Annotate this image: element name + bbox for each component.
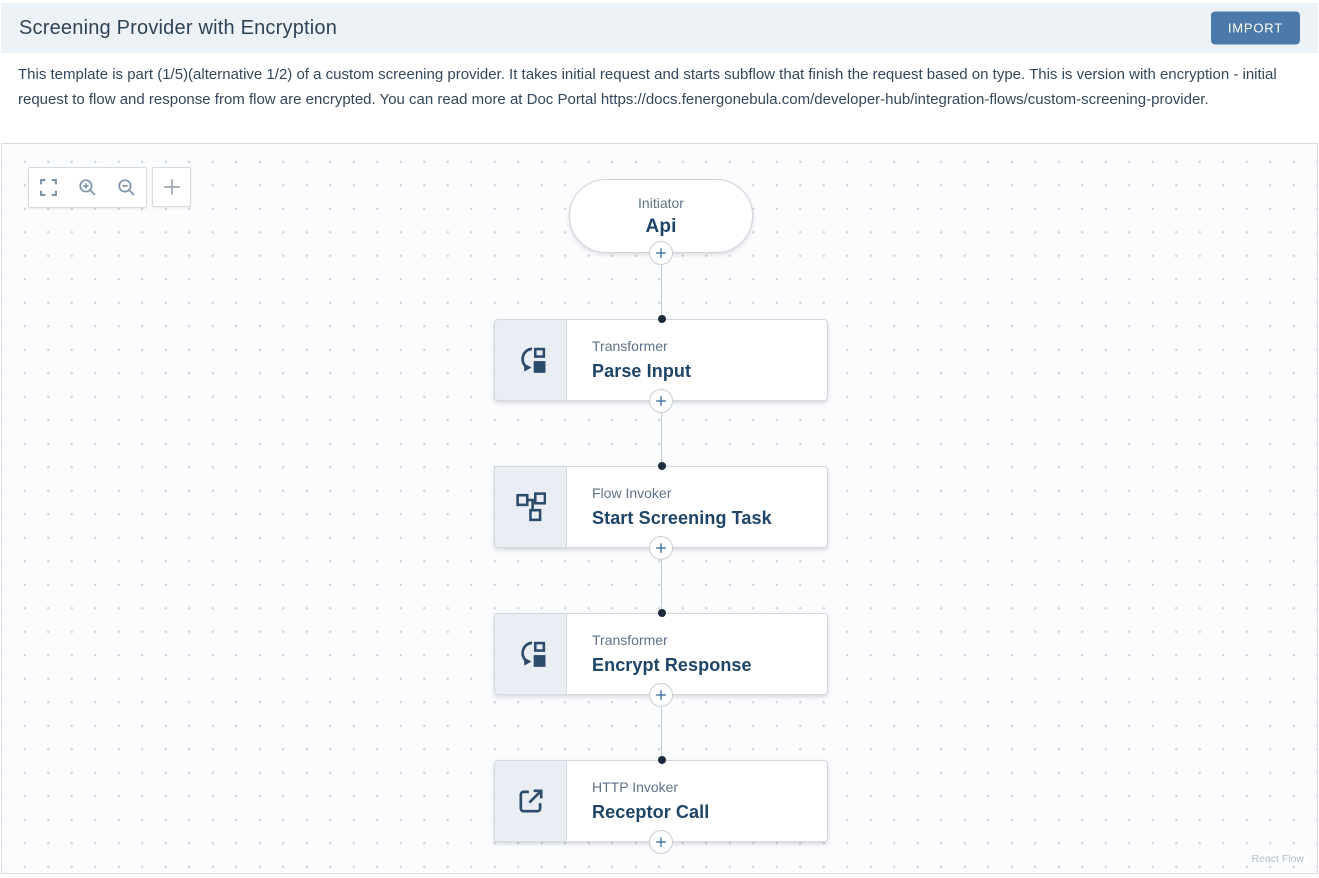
node-initiator[interactable]: Initiator Api — [569, 179, 753, 253]
canvas-controls — [28, 167, 147, 208]
target-handle[interactable] — [657, 315, 666, 323]
node-name: Api — [645, 215, 677, 237]
zoom-out-button[interactable] — [107, 168, 146, 207]
node-type-label: Flow Invoker — [592, 485, 672, 501]
plus-icon — [656, 837, 666, 847]
node-receptor-call[interactable]: HTTP Invoker Receptor Call — [494, 760, 828, 842]
plus-icon — [656, 248, 666, 258]
edge-initiator-parse-input — [660, 253, 662, 319]
edge-parse-input-start-screening-task — [660, 401, 662, 466]
transformer-icon — [520, 347, 545, 373]
node-icon-panel — [495, 761, 567, 841]
node-type-label: Transformer — [592, 632, 668, 648]
target-handle[interactable] — [657, 609, 666, 617]
import-button[interactable]: IMPORT — [1210, 11, 1300, 45]
plus-icon — [656, 690, 666, 700]
node-icon-panel — [495, 614, 567, 694]
edge-encrypt-response-receptor-call — [660, 695, 662, 760]
flow-invoker-icon — [515, 492, 546, 522]
zoom-in-button[interactable] — [68, 168, 107, 207]
plus-icon — [656, 543, 666, 553]
add-step-button[interactable] — [649, 389, 673, 413]
transformer-icon — [520, 641, 545, 667]
target-handle[interactable] — [657, 756, 666, 764]
add-step-button[interactable] — [649, 830, 673, 854]
add-node-button[interactable] — [152, 167, 191, 207]
fit-view-icon — [40, 179, 57, 196]
node-icon-panel — [495, 320, 567, 400]
node-parse-input[interactable]: Transformer Parse Input — [494, 319, 828, 401]
node-type-label: Transformer — [592, 338, 668, 354]
node-name: Start Screening Task — [592, 508, 772, 528]
node-type-label: HTTP Invoker — [592, 779, 679, 795]
react-flow-attribution: React Flow — [1248, 852, 1307, 866]
node-name: Receptor Call — [592, 802, 710, 822]
target-handle[interactable] — [657, 462, 666, 470]
zoom-in-icon — [79, 179, 96, 196]
flow-canvas[interactable]: Initiator Api Transformer Parse Input — [1, 143, 1318, 874]
fit-view-button[interactable] — [29, 168, 68, 207]
add-step-button[interactable] — [649, 683, 673, 707]
plus-icon — [656, 396, 666, 406]
node-type-label: Initiator — [638, 194, 684, 211]
add-step-button[interactable] — [649, 241, 673, 265]
page-title: Screening Provider with Encryption — [19, 16, 338, 39]
node-encrypt-response[interactable]: Transformer Encrypt Response — [494, 613, 828, 695]
template-description: This template is part (1/5)(alternative … — [18, 66, 1277, 108]
node-name: Encrypt Response — [592, 655, 752, 675]
node-name: Parse Input — [592, 361, 692, 381]
zoom-out-icon — [118, 179, 135, 196]
page-header: Screening Provider with Encryption IMPOR… — [1, 3, 1318, 53]
http-invoker-icon — [518, 789, 543, 813]
node-icon-panel — [495, 467, 567, 547]
add-node-icon — [163, 179, 180, 195]
add-step-button[interactable] — [649, 536, 673, 560]
edge-start-screening-task-encrypt-response — [660, 548, 662, 613]
